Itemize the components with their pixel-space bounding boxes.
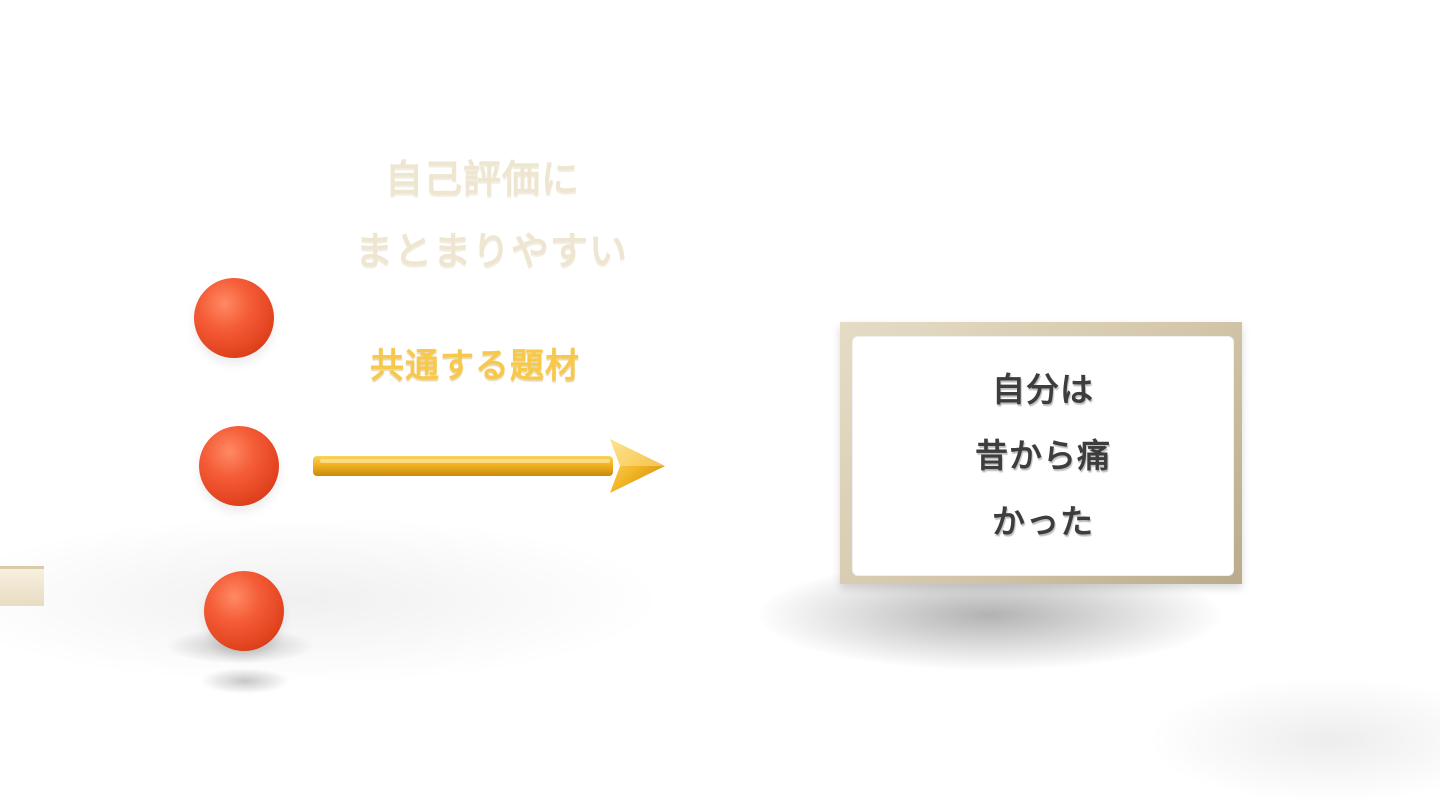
faded-caption-line-1: 自己評価に [385, 157, 581, 201]
active-caption: 共通する題材 [370, 346, 580, 386]
card-line-2: 昔から痛 [975, 436, 1111, 475]
right-arrow-icon [313, 439, 665, 493]
edge-block [0, 566, 44, 606]
bullet-sphere-1 [194, 278, 274, 358]
card-line-1: 自分は [992, 370, 1094, 409]
card-line-3: かった [992, 502, 1094, 541]
statement-card: 自分は 昔から痛 かった [840, 322, 1242, 584]
sphere-shadow-soft [200, 668, 290, 694]
bullet-sphere-3 [204, 571, 284, 651]
bullet-sphere-2 [199, 426, 279, 506]
statement-card-panel: 自分は 昔から痛 かった [852, 336, 1234, 576]
faded-caption-line-2: まとまりやすい [355, 229, 629, 273]
